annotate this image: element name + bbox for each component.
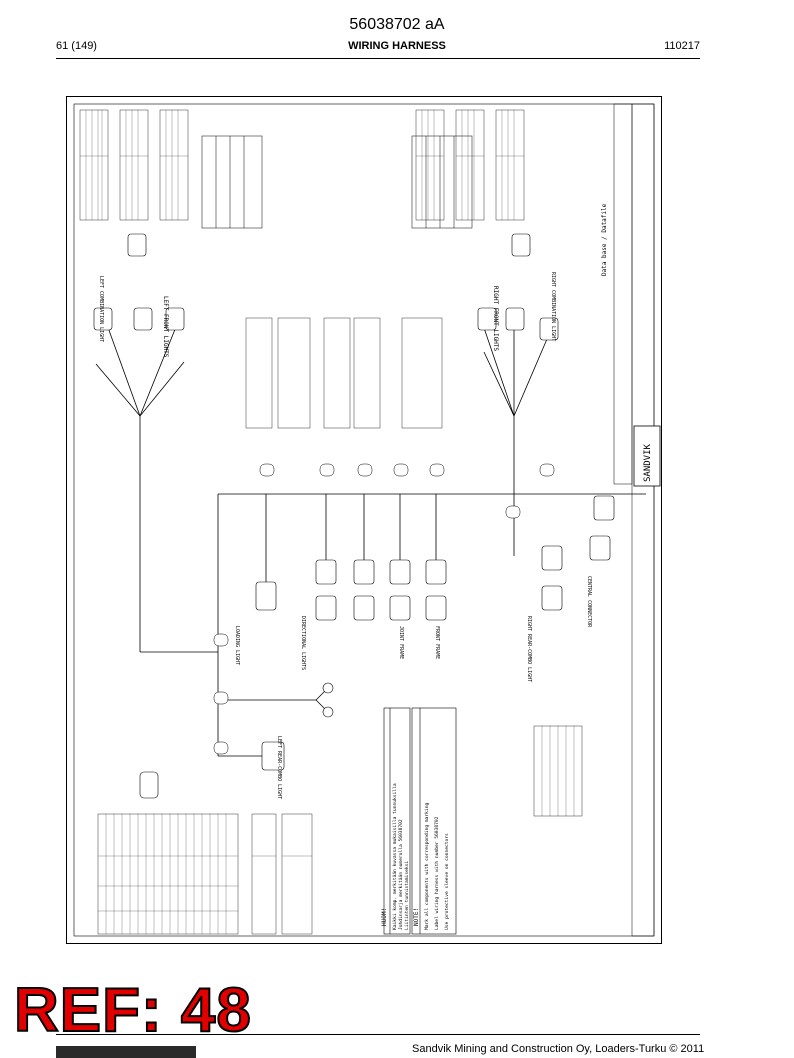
note-title: NOTE! <box>413 908 420 926</box>
title-block-inner <box>613 103 633 485</box>
document-number: 56038702 aA <box>349 16 445 33</box>
sandvik-logo <box>56 1046 196 1058</box>
label-left-combination-light: LEFT COMBINATION LIGHT <box>98 276 104 342</box>
huom-line-1: Kaikki komp. merkitään kuvassa mukaisill… <box>392 783 398 930</box>
brand-logo: SANDVIK <box>643 443 653 482</box>
wire-harness <box>95 321 646 757</box>
wiring-diagram: SANDVIK Data base / Datafile <box>66 96 662 944</box>
label-left-front-lights: LEFT FRONT LIGHTS <box>162 296 169 358</box>
label-left-rear-light: LEFT REAR-COMBO LIGHT <box>276 736 282 799</box>
title-block <box>631 103 655 937</box>
description-boxes <box>201 135 473 229</box>
note-line-2: Label wiring harness with number 5603870… <box>434 816 440 930</box>
footer-copyright: Sandvik Mining and Construction Oy, Load… <box>412 1043 705 1055</box>
label-central-connector: CENTRAL CONNECTOR <box>586 576 592 628</box>
label-directional-lights: DIRECTIONAL LIGHTS <box>300 616 306 670</box>
label-right-front-lights: RIGHT FRONT LIGHTS <box>492 286 499 351</box>
label-loading-light: LOADING LIGHT <box>234 626 240 665</box>
note-boxes <box>383 707 457 935</box>
huom-line-3: Liitinten tunnistamiseksi <box>404 861 410 930</box>
note-line-3: Use protective sleeve on connectors <box>444 833 450 930</box>
label-joint-frame: JOINT FRAME <box>398 626 404 659</box>
top-tables <box>79 109 583 935</box>
footer-divider <box>56 1034 700 1035</box>
title-block-text: Data base / Datafile <box>601 203 608 276</box>
huom-title: HUOM! <box>381 908 388 926</box>
header-divider <box>56 58 700 59</box>
table-grid-lines <box>80 110 575 934</box>
brand-box <box>633 425 661 487</box>
junction-tags <box>213 463 555 755</box>
reference-stamp: REF: 48 <box>13 976 252 1045</box>
page-number: 61 (149) <box>56 40 97 52</box>
label-front-frame: FRONT FRAME <box>434 626 440 659</box>
date-code: 110217 <box>664 40 700 52</box>
connectors <box>93 233 615 799</box>
huom-line-2: Johdinsarja merkitään numerolla 56038702 <box>398 819 404 930</box>
section-title: WIRING HARNESS <box>348 40 446 52</box>
label-right-combination-light: RIGHT COMBINATION LIGHT <box>550 272 556 341</box>
label-right-rear-light: RIGHT REAR-COMBO LIGHT <box>526 616 532 682</box>
note-line-1: Mark all components with corresponding m… <box>424 803 430 930</box>
